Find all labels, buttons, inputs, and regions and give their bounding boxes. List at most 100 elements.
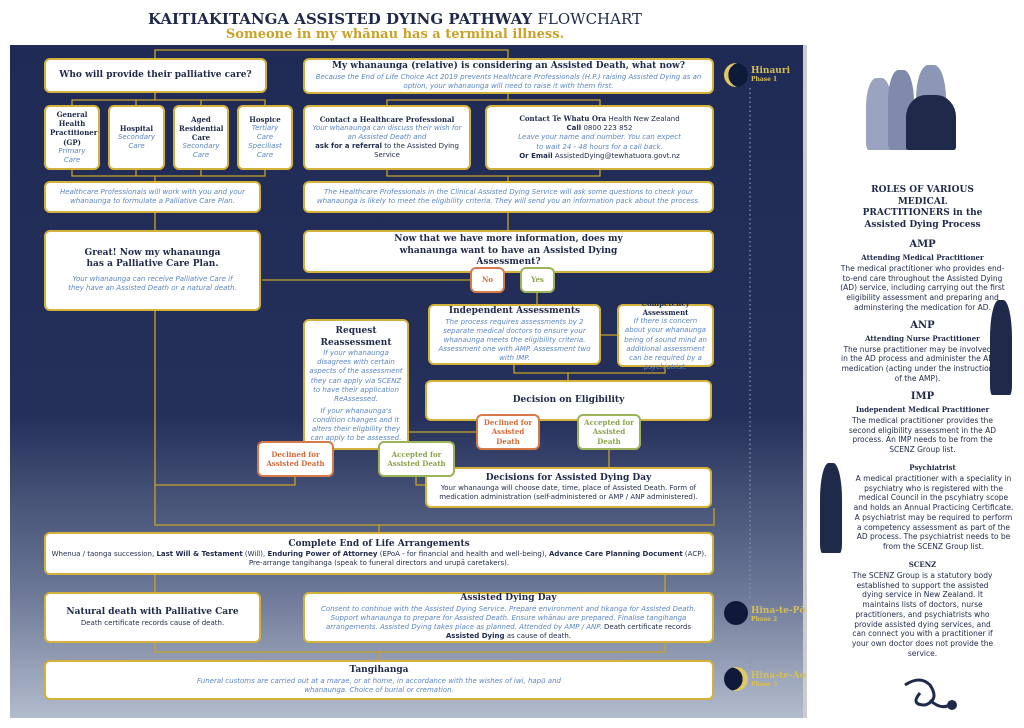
eligibility-box: Decision on Eligibility [425, 380, 712, 421]
clinical-text: The Healthcare Professionals in the Clin… [316, 187, 701, 205]
now-title: Now that we have more information, does … [394, 233, 623, 268]
phone-number[interactable]: 0800 223 852 [583, 124, 633, 133]
no-label: No [481, 275, 494, 285]
elig-title: Decision on Eligibility [512, 394, 625, 405]
tangi-title: Tangihanga [349, 665, 409, 676]
contact-hp-referral: ask for a referral to the Assisted Dying… [309, 142, 465, 160]
t: (EPoA - for financial and health and wel… [379, 550, 547, 559]
provider-type: Secondary Care [117, 132, 156, 151]
day-decisions-text: Your whanaunga will choose date, time, p… [439, 484, 698, 502]
b: Advance Care Planning Document [548, 550, 683, 559]
role-text: The medical practitioner who provides en… [840, 263, 1005, 312]
t: as cause of death. [506, 632, 572, 641]
comp-text: If there is concern about your whanaunga… [624, 317, 707, 371]
t: Death certificate records [604, 623, 691, 632]
role-text: The medical practitioner provides the se… [848, 415, 997, 455]
natural-title: Natural death with Palliative Care [66, 607, 239, 618]
contact-two-title: Contact Te Whatu Ora [519, 114, 607, 124]
phase-label: Phase 2 [751, 616, 778, 623]
role-name: SCENZ [908, 559, 937, 569]
role-name: Psychiatrist [909, 462, 956, 472]
stethoscope-icon [904, 678, 957, 710]
waxing-moon-icon [724, 63, 748, 87]
great-text: Your whanaunga can receive Palliative Ca… [68, 275, 237, 293]
indep-text: The process requires assessments by 2 se… [438, 317, 591, 362]
considering-title: My whanaunga (relative) is considering a… [331, 61, 686, 72]
day-decisions-title: Decisions for Assisted Dying Day [485, 472, 652, 483]
email-link[interactable]: AssistedDying@tewhatuora.govt.nz [554, 151, 680, 160]
great-title: Great! Now my whanaunga has a Palliative… [84, 247, 221, 270]
page-subtitle: Someone in my whānau has a terminal illn… [225, 27, 565, 42]
reassess-declined-option: Declined for Assisted Death [257, 441, 334, 477]
phase-label: Phase 1 [751, 76, 778, 83]
phase-name: Hinauri [751, 66, 791, 76]
contact-hp-title: Contact a Healthcare Professional [319, 114, 455, 124]
declined-label: Declined for Assisted Death [483, 418, 533, 446]
sidebar-title: ROLES OF VARIOUS MEDICAL PRACTITIONERS i… [862, 185, 983, 231]
nurse-silhouette-icon [820, 463, 842, 553]
t: Consent to continue with the Assisted Dy… [321, 605, 696, 632]
hp-work-box: Healthcare Professionals will work with … [44, 181, 261, 213]
phase-name: Hina-te-Ao [751, 671, 806, 681]
provider-name: Hospice [249, 114, 281, 124]
considering-text: Because the End of Life Choice Act 2019 … [315, 72, 702, 90]
role-name: Independent Medical Practitioner [855, 404, 990, 414]
provider-type: Tertiary Care Speciliast Care [248, 123, 282, 160]
t: Whenua / taonga succession, [51, 550, 155, 559]
natural-text: Death certificate records cause of death… [80, 618, 225, 627]
contact-hp-text: Your whanaunga can discuss their wish fo… [312, 123, 462, 141]
title-light: FLOWCHART [537, 10, 642, 28]
role-text: A medical practitioner with a speciality… [853, 473, 1014, 552]
referral-bold: ask for a referral [315, 142, 382, 151]
doctor-silhouette-icon [990, 300, 1012, 395]
referral-end: to the Assisted Dying Service [374, 142, 459, 160]
email-label: Or Email [519, 151, 553, 160]
comp-title: Competency Assessment [641, 299, 690, 318]
roles-sidebar: ROLES OF VARIOUS MEDICAL PRACTITIONERS i… [830, 185, 1015, 659]
accepted-label: Accepted for Assisted Death [387, 449, 446, 468]
provider-name: Aged Residential Care [179, 114, 224, 142]
palliative-question: Who will provide their palliative care? [59, 69, 252, 80]
complete-text-2: Pre-arrange tangihanga (speak to funeral… [248, 559, 510, 568]
provider-type: Primary Care [58, 146, 86, 164]
great-box: Great! Now my whanaunga has a Palliative… [44, 230, 261, 311]
role-text: The SCENZ Group is a statutory body esta… [851, 570, 994, 658]
b: Enduring Power of Attorney [267, 550, 378, 559]
declined-label: Declined for Assisted Death [266, 449, 325, 468]
provider-name: Hospital [119, 123, 154, 133]
role-abbr: ANP [910, 319, 935, 331]
palliative-question-box: Who will provide their palliative care? [44, 58, 267, 93]
b: Last Will & Testament [156, 550, 243, 559]
accepted-option: Accepted for Assisted Death [577, 414, 641, 450]
reassess-accepted-option: Accepted for Assisted Death [378, 441, 455, 477]
tangi-text: Funeral customs are carried out at a mar… [197, 676, 561, 694]
t: (ACP). [684, 550, 707, 559]
yes-option: Yes [520, 267, 555, 293]
t: (Will), [244, 550, 266, 559]
indep-title: Independent Assessments [448, 305, 581, 316]
ad-day-text: Consent to continue with the Assisted Dy… [309, 605, 708, 641]
role-text: The nurse practitioner may be involved i… [840, 344, 994, 383]
reassess-title: Request Reassessment [320, 325, 392, 348]
title-bold: KAITIAKITANGA ASSISTED DYING PATHWAY [147, 10, 533, 28]
declined-option: Declined for Assisted Death [476, 414, 540, 450]
reassess-text2: If your whanaunga's condition changes an… [310, 406, 402, 443]
new-moon-icon [724, 601, 748, 625]
now-box: Now that we have more information, does … [303, 230, 714, 273]
